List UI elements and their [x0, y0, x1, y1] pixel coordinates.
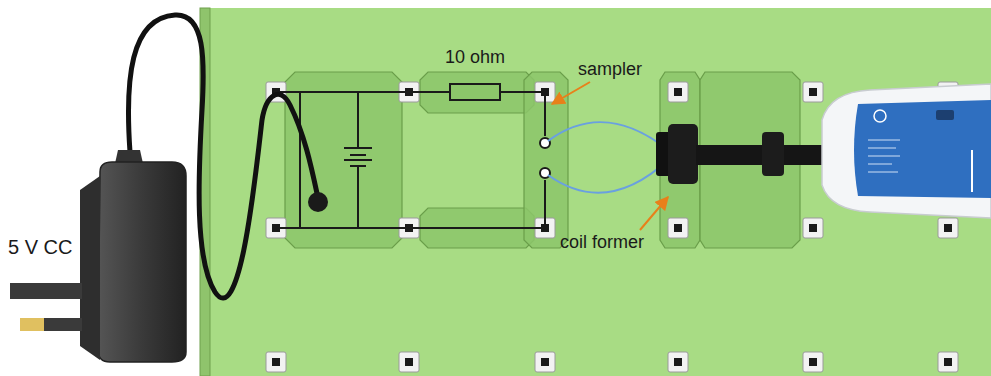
power-jack	[308, 192, 328, 212]
plug-pin	[20, 318, 82, 331]
board-stud	[266, 352, 286, 372]
board-stud	[938, 352, 958, 372]
stud-pin	[944, 224, 952, 232]
stud-pin	[674, 358, 682, 366]
stud-base	[803, 352, 823, 372]
power-adapter	[98, 162, 186, 362]
plug-pin-tip	[20, 318, 44, 331]
sensor-print	[868, 140, 900, 172]
lead-wire	[548, 122, 668, 150]
stud-pin	[809, 358, 817, 366]
board-stud	[399, 352, 419, 372]
stud-base	[668, 352, 688, 372]
sensor-led	[936, 110, 954, 120]
stud-pin	[541, 358, 549, 366]
leader-line	[640, 197, 668, 230]
stud-base	[803, 82, 823, 102]
part-label: sampler	[578, 60, 642, 80]
stud-base	[803, 218, 823, 238]
leader-line	[552, 82, 590, 104]
stud-base	[938, 218, 958, 238]
stud-pin	[272, 358, 280, 366]
stud-base	[668, 218, 688, 238]
board-stud	[668, 352, 688, 372]
board-stud	[535, 352, 555, 372]
stud-base	[668, 82, 688, 102]
battery-tile	[285, 72, 402, 248]
stud-base	[399, 352, 419, 372]
board-stud	[803, 218, 823, 238]
plug-pin	[10, 283, 82, 299]
circuit-wires	[276, 84, 545, 228]
stud-base	[266, 352, 286, 372]
magnetic-field-sensor	[822, 84, 991, 218]
stud-pin	[405, 358, 413, 366]
board-stud	[803, 82, 823, 102]
stud-pin	[809, 88, 817, 96]
stud-pin	[674, 224, 682, 232]
resistor-symbol	[450, 84, 500, 100]
stud-pin	[809, 224, 817, 232]
probe-clip	[762, 132, 784, 176]
adapter-face	[80, 176, 100, 360]
part-label: coil former	[560, 233, 644, 253]
lead-wire	[548, 160, 668, 193]
sensor-logo	[874, 110, 886, 122]
supply-label: 5 V CC	[8, 236, 72, 258]
board-stud	[803, 352, 823, 372]
board-stud	[938, 218, 958, 238]
sensor-brand-mark	[971, 150, 973, 192]
stud-pin	[674, 88, 682, 96]
board-stud	[668, 218, 688, 238]
stud-pin	[944, 358, 952, 366]
board-stud	[668, 82, 688, 102]
stud-base	[938, 352, 958, 372]
stud-base	[535, 352, 555, 372]
sensor-label-panel	[854, 100, 991, 198]
resistor-value: 10 ohm	[445, 48, 505, 68]
probe-tip	[668, 124, 698, 184]
